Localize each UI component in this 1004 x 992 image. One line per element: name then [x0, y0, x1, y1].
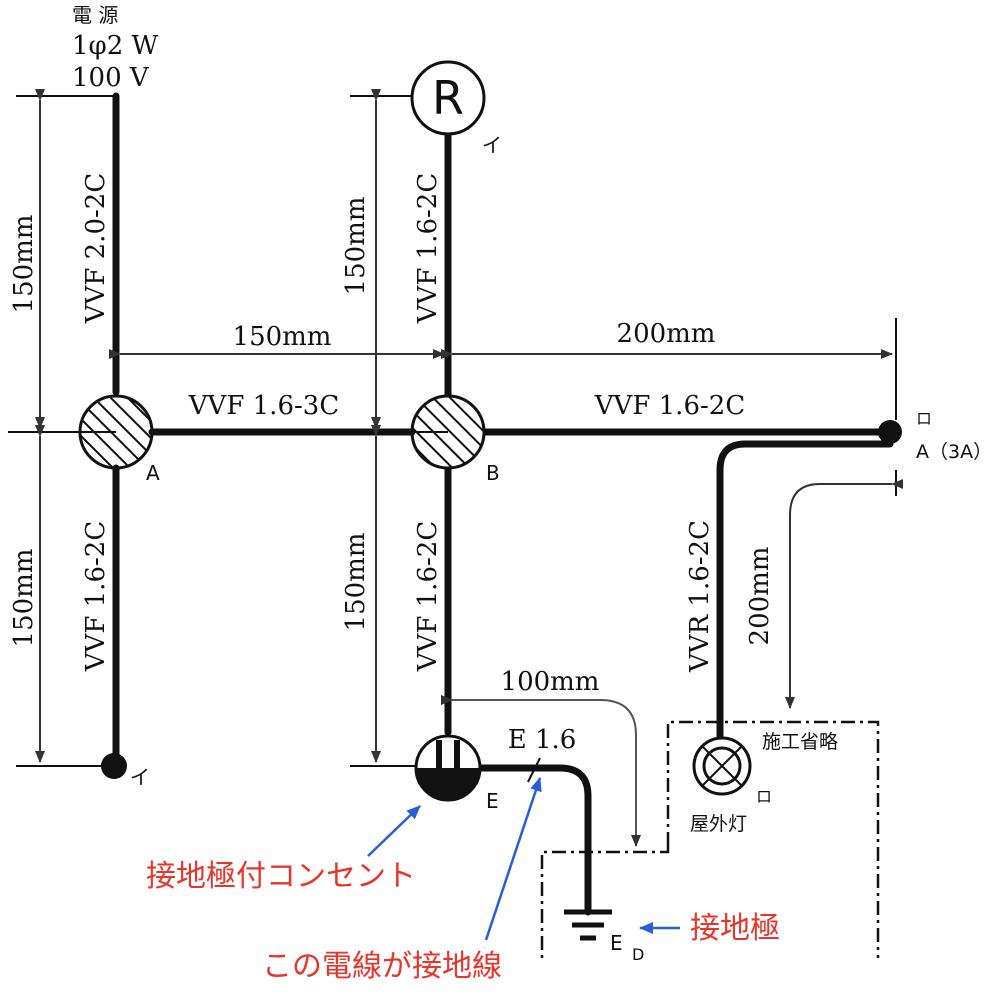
power-source-voltage: 100 V — [72, 63, 150, 93]
cable-label-a-down: VVF 1.6-2C — [81, 521, 111, 672]
switch-ro-label: ロ — [916, 409, 932, 428]
ceiling-receptacle: R — [410, 60, 486, 136]
receptacle-symbol: R — [432, 71, 464, 125]
earth-wire-tick — [527, 757, 541, 783]
outlet-with-ground — [414, 734, 482, 802]
junction-box-b — [410, 394, 486, 470]
switch-rating-label: A（3A） — [916, 441, 992, 463]
omitted-area-boundary-right — [666, 720, 880, 958]
box-a-label: A — [146, 461, 160, 485]
dim-label-b-to-right: 200mm — [617, 319, 716, 349]
cable-label-earth: E 1.6 — [508, 725, 577, 755]
ground-d-label: D — [632, 945, 644, 964]
outdoor-light-wire — [716, 440, 894, 740]
dim-label-left-lower: 150mm — [9, 549, 39, 648]
dim-label-mid-lower: 150mm — [341, 533, 371, 632]
dimension-lines — [35, 89, 903, 847]
dim-label-a-to-b: 150mm — [233, 322, 332, 352]
outdoor-light-label: 屋外灯 — [690, 813, 747, 835]
annotation-ground-wire: この電線が接地線 — [262, 949, 502, 984]
omitted-label: 施工省略 — [762, 731, 838, 753]
cable-label-b-to-lamp: VVF 1.6-2C — [594, 391, 745, 421]
outlet-e-label: E — [486, 789, 499, 813]
outdoor-light-ro-label: ロ — [756, 787, 772, 806]
box-b-label: B — [486, 461, 500, 485]
outdoor-light — [692, 736, 752, 796]
receptacle-i-label: イ — [482, 133, 502, 157]
arrow-outlet — [367, 805, 421, 857]
power-source-phase: 1φ2 W — [72, 31, 159, 61]
cable-label-receptacle: VVF 1.6-2C — [413, 173, 443, 324]
power-source-title: 電 源 — [72, 3, 118, 27]
dim-label-mid-upper: 150mm — [341, 197, 371, 296]
cable-label-outdoor: VVR 1.6-2C — [685, 520, 715, 673]
cable-label-b-down: VVF 1.6-2C — [413, 521, 443, 672]
ground-e-label: E — [610, 931, 623, 955]
ground-electrode-symbol — [564, 909, 612, 941]
annotation-ground-electrode: 接地極 — [690, 911, 780, 946]
omitted-area-boundary-left — [540, 846, 670, 958]
annotation-outlet-with-ground: 接地極付コンセント — [146, 859, 416, 894]
annotation-arrows — [367, 777, 680, 941]
junction-box-a — [78, 394, 154, 470]
dim-label-left-upper: 150mm — [9, 215, 39, 314]
dim-label-to-ground: 100mm — [501, 667, 600, 697]
dim-label-right-vertical: 200mm — [745, 547, 775, 646]
main-wiring — [112, 92, 894, 916]
dim-right-vertical — [785, 479, 903, 709]
switch-i-label: イ — [130, 765, 150, 789]
dim-to-ground — [441, 695, 641, 847]
switch-i-dot — [101, 753, 127, 779]
cable-label-source: VVF 2.0-2C — [81, 173, 111, 324]
cable-label-a-to-b: VVF 1.6-3C — [188, 391, 339, 421]
arrow-ground-wire — [484, 777, 542, 941]
switch-ro-dot — [878, 420, 902, 444]
